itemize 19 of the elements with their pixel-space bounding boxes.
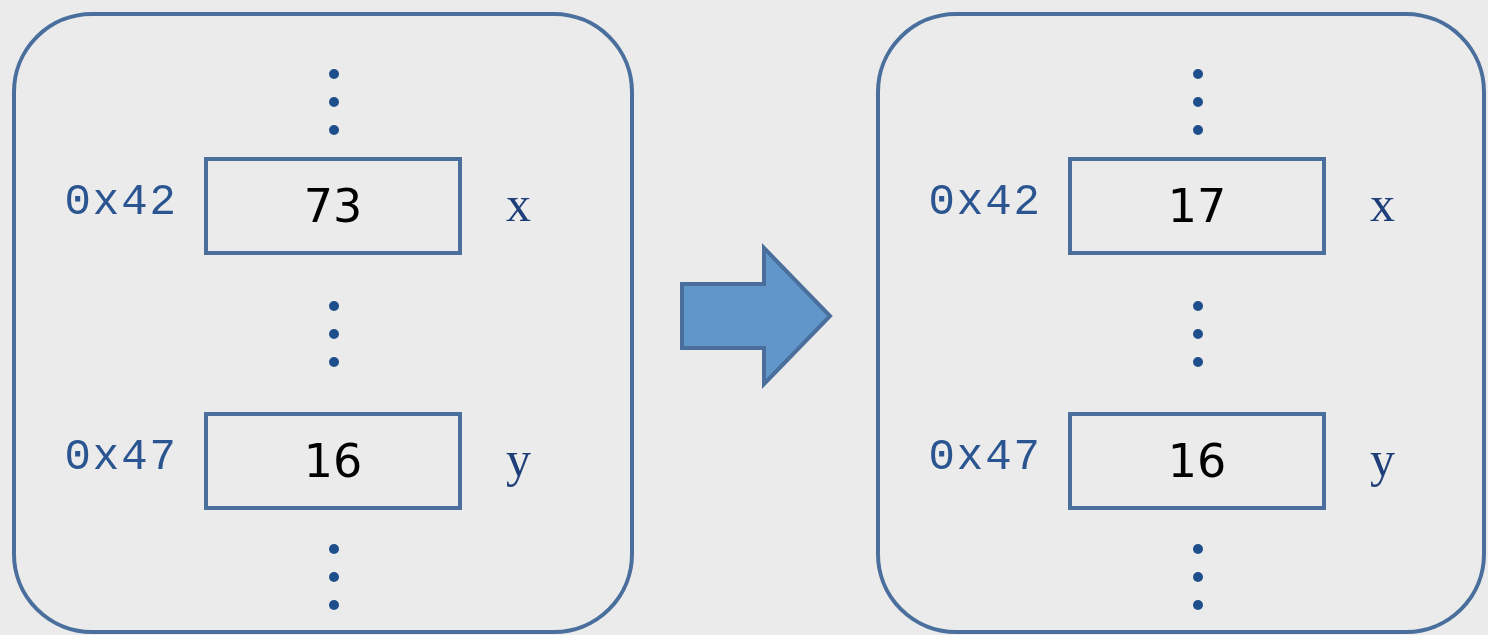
memory-address: 0x47 bbox=[64, 432, 178, 482]
memory-cell bbox=[1068, 157, 1326, 255]
cell-value: 16 bbox=[303, 434, 363, 488]
cell-value: 16 bbox=[1167, 434, 1227, 488]
memory-panel bbox=[12, 12, 634, 634]
memory-address: 0x42 bbox=[928, 177, 1042, 227]
cell-value: 17 bbox=[1167, 179, 1227, 233]
memory-panel bbox=[876, 12, 1486, 634]
variable-name: x bbox=[506, 175, 531, 233]
memory-address: 0x47 bbox=[928, 432, 1042, 482]
block-arrow bbox=[680, 243, 833, 389]
memory-cell bbox=[204, 412, 462, 510]
memory-cell bbox=[1068, 412, 1326, 510]
memory-cell bbox=[204, 157, 462, 255]
variable-name: y bbox=[1370, 430, 1395, 488]
memory-address: 0x42 bbox=[64, 177, 178, 227]
cell-value: 73 bbox=[303, 179, 363, 233]
variable-name: y bbox=[506, 430, 531, 488]
variable-name: x bbox=[1370, 175, 1395, 233]
